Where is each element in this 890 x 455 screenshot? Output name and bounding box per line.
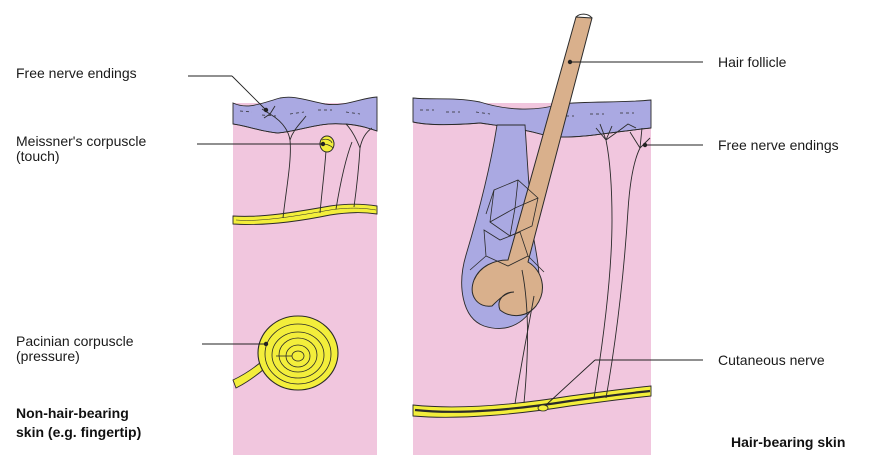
label-pacinian-corpuscle: Pacinian corpuscle [16,334,134,349]
caption-fingertip: skin (e.g. fingertip) [16,423,141,442]
pacinian-corpuscle [258,316,338,390]
label-meissner-touch: (touch) [16,149,60,164]
label-pacinian-pressure: (pressure) [16,349,80,364]
caption-hair-bearing: Hair-bearing skin [731,433,845,452]
caption-non-hair-bearing: Non-hair-bearing [16,404,129,423]
label-hair-follicle: Hair follicle [718,55,786,70]
label-cutaneous-nerve: Cutaneous nerve [718,353,825,368]
label-meissner-corpuscle: Meissner's corpuscle [16,134,146,149]
left-dermis [233,103,377,455]
right-skin-section [413,14,651,455]
label-free-nerve-endings-right: Free nerve endings [718,138,839,153]
label-free-nerve-endings-left: Free nerve endings [16,66,137,81]
left-skin-section [233,97,377,455]
